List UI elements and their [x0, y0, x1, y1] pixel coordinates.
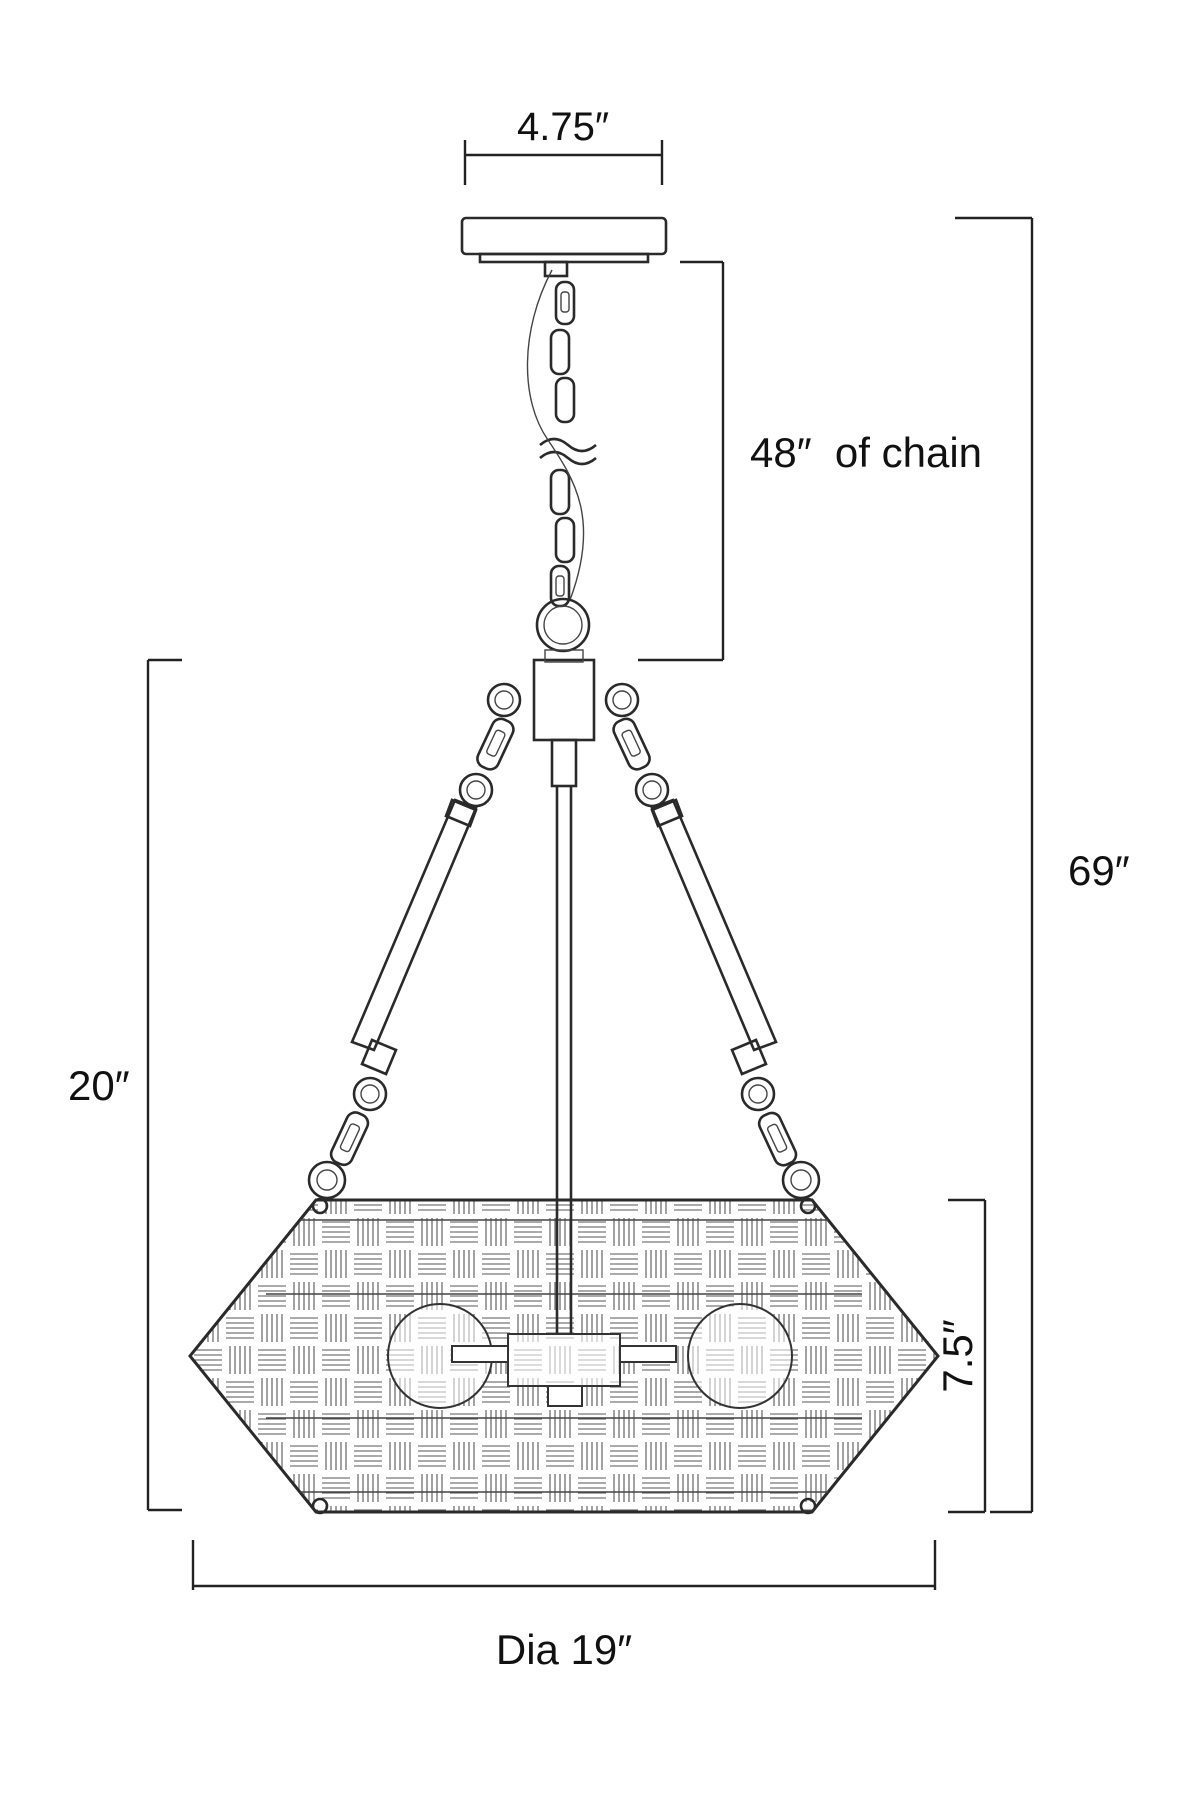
diameter-dimension: Dia 19″	[191, 1540, 937, 1673]
chain-length-dimension: 48″ of chain	[638, 260, 982, 662]
right-arm	[604, 682, 821, 1200]
canopy-width-label: 4.75″	[517, 105, 609, 149]
canopy-width-dimension: 4.75″	[463, 105, 664, 185]
fixture-height-label: 20″	[68, 1062, 130, 1109]
left-arm	[307, 682, 522, 1200]
canopy-icon	[460, 216, 668, 264]
chain-link-icon	[526, 260, 597, 653]
bulb-icon	[387, 1200, 793, 1409]
shade-height-dimension: 7.5″	[934, 1198, 987, 1514]
overall-height-label: 69″	[1068, 847, 1130, 894]
diameter-label: Dia 19″	[496, 1626, 632, 1673]
fixture-height-dimension: 20″	[68, 658, 182, 1512]
shade-height-label: 7.5″	[934, 1319, 981, 1392]
chain-length-label: 48″ of chain	[750, 429, 982, 476]
overall-height-dimension: 69″	[955, 216, 1130, 1514]
